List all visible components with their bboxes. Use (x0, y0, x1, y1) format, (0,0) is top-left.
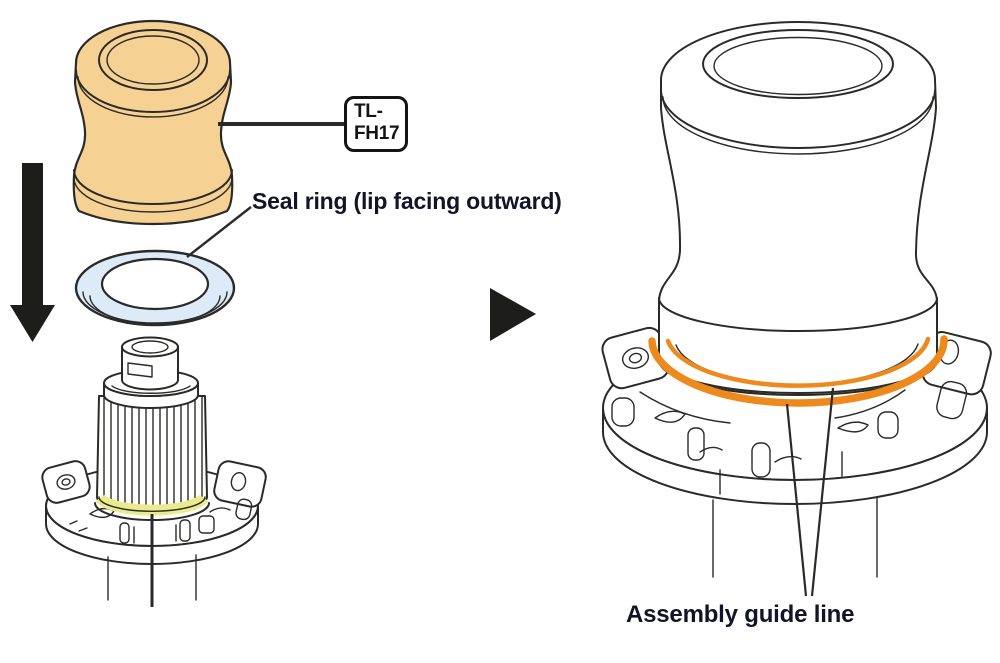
freehub-top-cylinder (121, 336, 179, 391)
tool-code-line2: FH17 (354, 123, 400, 145)
tool-code-line1: TL- (354, 101, 383, 122)
assembly-guide-line-label: Assembly guide line (626, 601, 855, 628)
down-arrow-icon (10, 163, 55, 342)
guide-line-leader-b (810, 387, 835, 597)
next-step-arrow-icon (490, 288, 536, 341)
freehub-body (96, 395, 208, 513)
assembled-view-illustration (601, 21, 992, 597)
freehub-hub-illustration (41, 336, 267, 607)
tool-installed (658, 21, 938, 396)
tool-illustration (72, 19, 234, 226)
guide-line-leader-a (785, 403, 808, 597)
seal-ring-leader-line (186, 206, 252, 258)
seal-ring-illustration (74, 249, 236, 327)
assembly-guide-line-highlight (648, 335, 948, 407)
seal-ring-label: Seal ring (lip facing outward) (252, 188, 562, 214)
tool-code-label: TL- FH17 (344, 96, 409, 152)
